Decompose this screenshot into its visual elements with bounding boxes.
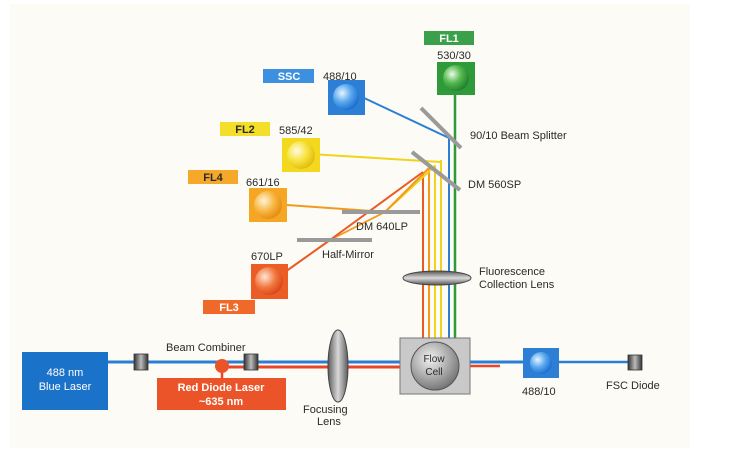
fsc-diode-label: FSC Diode xyxy=(606,380,660,392)
ssc-filter-label: 488/10 xyxy=(323,71,357,83)
ssc-filter-icon xyxy=(333,84,359,110)
blue-laser-connector xyxy=(133,353,149,371)
red-laser-label-2: ~635 nm xyxy=(199,396,244,408)
fluorescence-collection-lens xyxy=(402,270,472,286)
fl3-filter-label: 670LP xyxy=(251,251,283,263)
fsc-filter-label: 488/10 xyxy=(522,386,556,398)
fl4-label: FL4 xyxy=(203,172,223,184)
blue-laser-label-2: Blue Laser xyxy=(39,381,92,393)
dm560-mirror xyxy=(410,150,462,192)
red-laser-box xyxy=(157,378,286,410)
fluorescence-lens-label-1: Fluorescence xyxy=(479,266,545,278)
red-laser-label-1: Red Diode Laser xyxy=(178,382,266,394)
focusing-lens-label-1: Focusing xyxy=(303,404,348,416)
ssc-label: SSC xyxy=(278,71,301,83)
fl2-filter-label: 585/42 xyxy=(279,125,313,137)
fl2-label: FL2 xyxy=(235,124,255,136)
beam-combiner-label: Beam Combiner xyxy=(166,342,246,354)
fsc-diode-icon xyxy=(627,354,643,371)
fluorescence-lens-label-2: Collection Lens xyxy=(479,279,555,291)
fl3-label: FL3 xyxy=(219,302,239,314)
fl2-tag xyxy=(220,122,270,136)
detector-filters xyxy=(249,62,559,378)
fl3-tag xyxy=(203,300,255,314)
flow-cell xyxy=(399,337,471,395)
beam-splitter-label: 90/10 Beam Splitter xyxy=(470,130,567,142)
fsc-filter-icon xyxy=(530,352,552,374)
dm640-label: DM 640LP xyxy=(356,221,408,233)
fl4-tag xyxy=(188,170,238,184)
optics-labels: 90/10 Beam Splitter DM 560SP DM 640LP Ha… xyxy=(166,130,660,428)
filter-labels: 530/30 488/10 585/42 661/16 670LP xyxy=(246,50,471,263)
channel-tags: FL1 SSC FL2 FL4 FL3 xyxy=(188,31,474,314)
fl1-tag xyxy=(424,31,474,45)
red-laser-combiner-point xyxy=(215,359,229,373)
beam-hardware xyxy=(133,353,643,373)
mirrors xyxy=(297,106,463,242)
fl1-label: FL1 xyxy=(439,33,459,45)
focusing-lens-label-2: Lens xyxy=(317,416,341,428)
half-mirror-label: Half-Mirror xyxy=(322,249,374,261)
beam-splitter-mirror xyxy=(419,106,463,150)
red-diode-laser: Red Diode Laser ~635 nm xyxy=(157,378,286,410)
focusing-lens xyxy=(327,329,349,403)
blue-laser-label-1: 488 nm xyxy=(47,367,84,379)
ssc-tag xyxy=(263,69,314,83)
flow-cell-label-1: Flow xyxy=(423,354,445,365)
blue-laser: 488 nm Blue Laser xyxy=(22,352,108,410)
fl3-filter-icon xyxy=(255,267,283,295)
fl1-filter-label: 530/30 xyxy=(437,50,471,62)
fl1-filter-icon xyxy=(443,65,469,91)
fl4-filter-label: 661/16 xyxy=(246,177,280,189)
beam-combiner-icon xyxy=(243,353,259,371)
dm560-label: DM 560SP xyxy=(468,179,521,191)
flow-cell-label-2: Cell xyxy=(425,367,442,378)
fl2-filter-icon xyxy=(287,141,315,169)
fl4-filter-icon xyxy=(254,191,282,219)
blue-laser-box xyxy=(22,352,108,410)
